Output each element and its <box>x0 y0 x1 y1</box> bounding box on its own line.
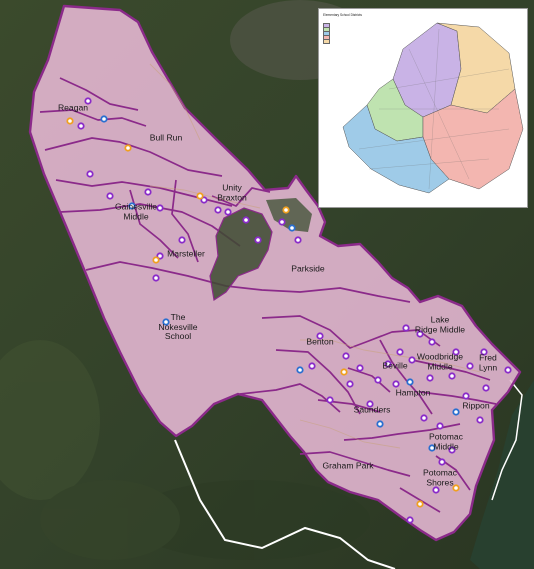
school-marker-elementary[interactable] <box>152 274 160 282</box>
school-marker-elementary[interactable] <box>356 364 364 372</box>
school-marker-elementary[interactable] <box>416 330 424 338</box>
school-marker-high[interactable] <box>340 368 348 376</box>
school-marker-elementary[interactable] <box>200 196 208 204</box>
school-marker-middle[interactable] <box>452 408 460 416</box>
school-marker-middle[interactable] <box>288 224 296 232</box>
school-label-unity-braxton: Unity Braxton <box>217 182 247 202</box>
school-label-hampton: Hampton <box>395 387 431 398</box>
school-marker-elementary[interactable] <box>448 372 456 380</box>
district-area[interactable] <box>28 4 522 542</box>
school-label-nokesville: The Nokesville School <box>158 311 198 341</box>
school-marker-elementary[interactable] <box>278 218 286 226</box>
school-marker-elementary[interactable] <box>452 348 460 356</box>
school-marker-elementary[interactable] <box>428 338 436 346</box>
school-marker-middle[interactable] <box>100 115 108 123</box>
legend-swatch <box>323 38 330 44</box>
school-marker-high[interactable] <box>416 500 424 508</box>
school-marker-elementary[interactable] <box>448 446 456 454</box>
school-label-bull-run: Bull Run <box>149 132 183 143</box>
school-marker-high[interactable] <box>196 192 204 200</box>
school-marker-elementary[interactable] <box>462 392 470 400</box>
inset-streets <box>358 28 510 190</box>
inset-title: Elementary School Districts <box>323 13 362 17</box>
park-area-2 <box>266 198 312 232</box>
school-marker-middle[interactable] <box>128 202 136 210</box>
school-marker-elementary[interactable] <box>294 236 302 244</box>
school-marker-high[interactable] <box>66 117 74 125</box>
school-marker-elementary[interactable] <box>406 516 414 524</box>
school-label-parkside: Parkside <box>291 263 325 274</box>
school-marker-elementary[interactable] <box>144 188 152 196</box>
inset-legend <box>323 22 332 44</box>
school-marker-elementary[interactable] <box>326 396 334 404</box>
school-label-marsteller: Marsteller <box>167 248 205 259</box>
school-label-gainesville: Gainesville Middle <box>114 201 158 221</box>
school-marker-elementary[interactable] <box>392 380 400 388</box>
school-marker-high[interactable] <box>124 144 132 152</box>
school-markers <box>66 97 512 524</box>
school-marker-elementary[interactable] <box>482 384 490 392</box>
park-area <box>209 207 273 302</box>
school-marker-elementary[interactable] <box>402 324 410 332</box>
school-label-fred-lynn: Fred Lynn <box>478 352 498 372</box>
school-marker-elementary[interactable] <box>156 204 164 212</box>
school-marker-elementary[interactable] <box>426 374 434 382</box>
school-label-beville: Beville <box>382 360 408 371</box>
school-marker-elementary[interactable] <box>77 122 85 130</box>
school-label-lake-ridge: Lake Ridge Middle <box>414 314 466 334</box>
inset-district-map <box>342 22 524 194</box>
school-marker-elementary[interactable] <box>346 380 354 388</box>
school-marker-elementary[interactable] <box>316 332 324 340</box>
school-label-potomac-shores: Potomac Shores <box>423 467 457 487</box>
school-marker-elementary[interactable] <box>106 192 114 200</box>
school-marker-high[interactable] <box>152 256 160 264</box>
school-marker-elementary[interactable] <box>408 356 416 364</box>
school-label-benton: Benton <box>306 336 334 347</box>
school-marker-elementary[interactable] <box>396 348 404 356</box>
school-marker-elementary[interactable] <box>374 376 382 384</box>
school-marker-elementary[interactable] <box>438 458 446 466</box>
school-marker-elementary[interactable] <box>178 236 186 244</box>
school-marker-elementary[interactable] <box>432 486 440 494</box>
school-label-rippon: Rippon <box>462 400 490 411</box>
county-boundary-line-east <box>491 379 523 501</box>
school-marker-middle[interactable] <box>428 444 436 452</box>
school-marker-middle[interactable] <box>162 318 170 326</box>
school-marker-elementary[interactable] <box>308 362 316 370</box>
school-marker-high[interactable] <box>452 484 460 492</box>
school-marker-elementary[interactable] <box>86 170 94 178</box>
school-marker-elementary[interactable] <box>224 208 232 216</box>
school-marker-elementary[interactable] <box>480 348 488 356</box>
school-marker-elementary[interactable] <box>156 252 164 260</box>
school-marker-elementary[interactable] <box>476 416 484 424</box>
school-marker-elementary[interactable] <box>436 422 444 430</box>
school-marker-elementary[interactable] <box>384 360 392 368</box>
school-marker-middle[interactable] <box>406 378 414 386</box>
school-marker-elementary[interactable] <box>242 216 250 224</box>
school-label-graham-park: Graham Park <box>322 460 374 471</box>
school-marker-middle[interactable] <box>296 366 304 374</box>
school-marker-high[interactable] <box>282 206 290 214</box>
school-marker-elementary[interactable] <box>254 236 262 244</box>
school-marker-middle[interactable] <box>376 420 384 428</box>
inset-zone-blue <box>342 104 450 194</box>
school-label-potomac-middle: Potomac Middle <box>429 431 463 451</box>
school-marker-elementary[interactable] <box>466 362 474 370</box>
legend-item <box>323 38 332 44</box>
school-marker-elementary[interactable] <box>420 414 428 422</box>
inset-map[interactable]: Elementary School Districts <box>318 8 528 208</box>
school-marker-elementary[interactable] <box>214 206 222 214</box>
school-label-reagan: Reagan <box>57 102 89 113</box>
school-marker-elementary[interactable] <box>84 97 92 105</box>
school-marker-elementary[interactable] <box>366 400 374 408</box>
school-marker-elementary[interactable] <box>342 352 350 360</box>
school-label-saunders: Saunders <box>353 404 391 415</box>
school-marker-elementary[interactable] <box>504 366 512 374</box>
school-label-woodbridge: Woodbridge Middle <box>416 351 464 371</box>
county-boundary-line <box>174 439 396 569</box>
